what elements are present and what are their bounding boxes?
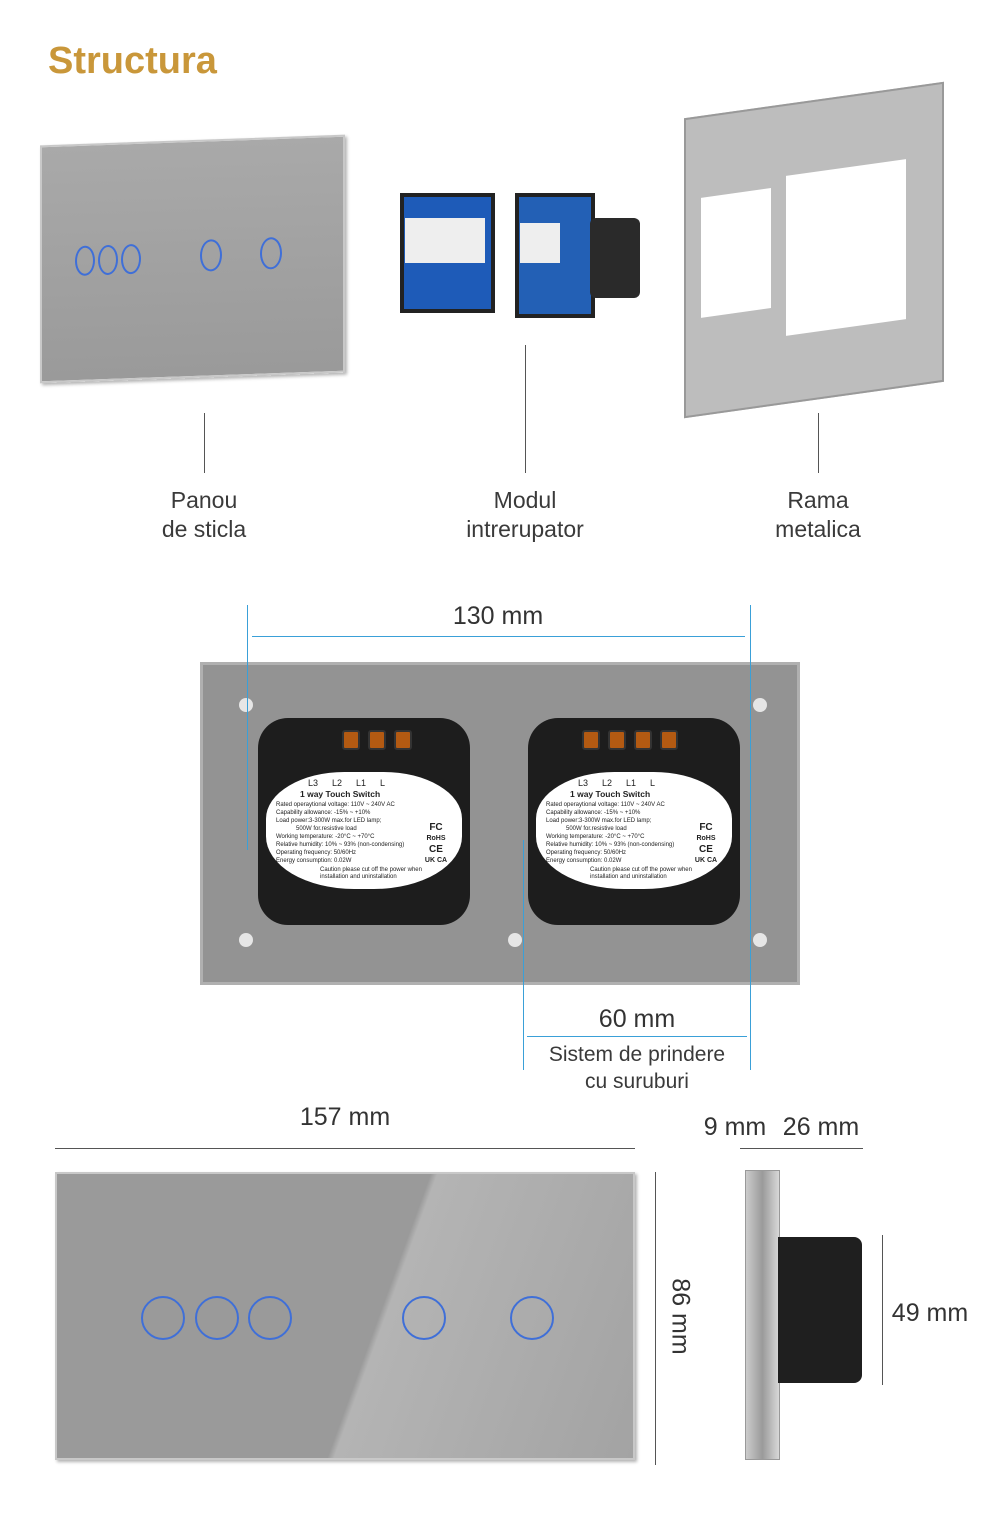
guide-line [523,840,524,1070]
leader-line [818,413,819,473]
switch-modules-image [400,188,645,328]
front-glass-panel [55,1172,635,1460]
terminal-label: L1 [626,778,637,788]
dimension-line [252,636,745,637]
module-spec-label: L3 L2 L1 L 1 way Touch Switch Rated operayt… [536,772,732,889]
terminal-label: L3 [578,778,589,788]
terminal-label: L2 [332,778,343,788]
module-name: 1 way Touch Switch [300,789,381,799]
dimension-line [882,1235,883,1385]
dimension-9mm: 9 mm [703,1113,767,1141]
dimension-line [527,1036,747,1037]
spec-list: Rated operaytional voltage: 110V ~ 240V … [276,802,405,864]
module-spec-label: L3 L2 L1 L 1 way Touch Switch Rated operayt… [266,772,462,889]
side-profile-glass [745,1170,780,1460]
guide-line [750,605,751,1070]
guide-line [247,605,248,850]
dimension-60mm: 60 mm [598,1005,676,1033]
terminal-label: L2 [602,778,613,788]
dimension-line [740,1148,863,1149]
dimension-line [655,1172,656,1465]
terminal-label: L [650,778,656,788]
side-profile-module [778,1237,862,1383]
dimension-line [55,1148,635,1149]
dimension-157mm: 157 mm [299,1103,391,1131]
leader-line [525,345,526,473]
dimension-86mm: 86 mm [666,1278,695,1355]
terminal-label: L1 [356,778,367,788]
spec-list: Rated operaytional voltage: 110V ~ 240V … [546,802,675,864]
page-title: Structura [48,40,217,82]
dimension-49mm: 49 mm [891,1299,969,1327]
caution-text: Caution please cut off the power when in… [590,867,692,880]
dimension-130mm: 130 mm [452,602,544,630]
terminal-label: L [380,778,386,788]
glass-panel-image [40,134,345,384]
dimension-26mm: 26 mm [782,1113,860,1141]
metal-frame-image [684,81,944,419]
module-name: 1 way Touch Switch [570,789,651,799]
terminal-label: L3 [308,778,319,788]
caution-text: Caution please cut off the power when in… [320,867,422,880]
leader-line [204,413,205,473]
